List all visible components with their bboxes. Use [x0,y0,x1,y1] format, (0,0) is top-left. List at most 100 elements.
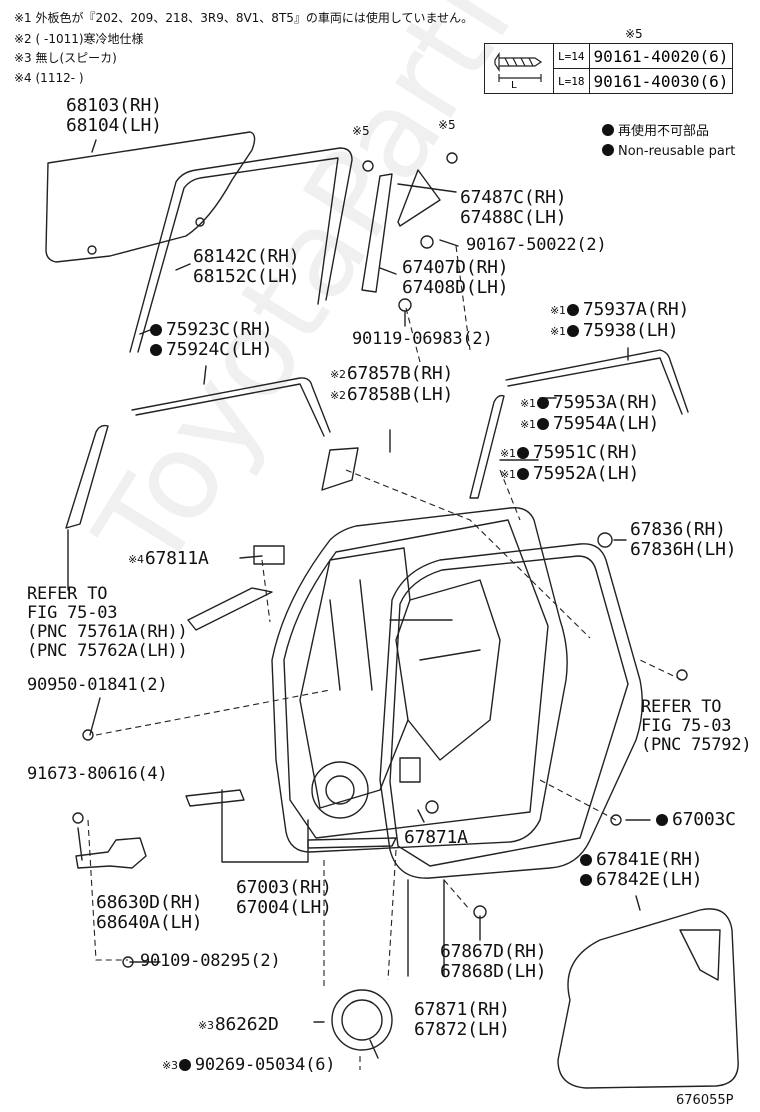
label-text: 67003C [672,809,736,830]
marker: ※3 [198,1019,214,1032]
label-bolt3: 90109-08295(2) [140,951,281,971]
label-text: 86262D [214,1014,279,1035]
label-line: 67841E(RH) [580,850,703,870]
trim-strip [65,424,109,529]
size-label: L [511,80,518,91]
door-check [75,837,147,869]
label-clip1: 90950-01841(2) [27,675,168,695]
label-line: 67408D(LH) [402,277,509,298]
non-reusable-dot-icon [566,304,579,316]
non-reusable-dot-icon [536,397,549,409]
label-line: 67488C(LH) [460,207,567,228]
label-sash: 67407D(RH)67408D(LH) [402,257,509,298]
label-division-bar: 67487C(RH)67488C(LH) [460,188,567,228]
size-cell: L=18 [553,68,590,94]
non-reusable-dot-icon [580,854,592,866]
non-reusable-dot-icon [150,344,162,356]
legend-en-text: Non-reusable part [618,144,736,159]
marker: ※2 [330,368,346,381]
label-plug1: 67836(RH)67836H(LH) [630,519,737,560]
inner-panel [299,547,411,809]
label-refer1: REFER TO FIG 75-03 (PNC 75761A(RH)) (PNC… [27,585,188,661]
division-bar [361,169,441,293]
label-text: 67858B(LH) [346,384,454,405]
label-screw1: 90167-50022(2) [466,235,607,255]
label-line: 68104(LH) [66,115,162,136]
legend-jp: 再使用不可部品 [602,124,709,139]
non-reusable-dot-icon [516,468,529,480]
label-refer2: REFER TO FIG 75-03 (PNC 75792) [641,698,752,755]
label-text: 75952A(LH) [532,463,640,484]
label-line: 68630D(RH) [96,892,203,913]
label-bolt2: 91673-80616(4) [27,764,168,784]
note-4: ※4 (1112- ) [14,71,84,85]
marker: ※1 [520,397,536,410]
figure-number: 676055P [676,1093,734,1108]
non-reusable-dot-icon [150,324,162,336]
fastener-row: L=18 90161-40030(6) [485,68,734,94]
legend-en: Non-reusable part [602,144,735,159]
label-line: ※267857B(RH) [330,364,453,385]
label-pad: ※467811A [128,549,209,570]
label-glass: 68103(RH)68104(LH) [66,96,162,136]
label-text: 75938(LH) [582,320,679,341]
label-text: 67857B(RH) [346,363,454,384]
door-glass [45,131,256,263]
label-hole-plug: 67003C [656,810,736,830]
label-line: (PNC 75761A(RH)) [27,622,188,642]
label-cover: 67841E(RH) 67842E(LH) [580,850,703,890]
label-line: FIG 75-03 [641,716,732,736]
film-piece [321,447,359,491]
label-line: 67003(RH) [236,877,332,898]
label-line: 67868D(LH) [440,961,547,982]
marker: ※1 [500,447,516,460]
label-film: ※267857B(RH) ※267858B(LH) [330,364,453,406]
label-weatherstrip2: 67871(RH)67872(LH) [414,1000,510,1040]
part-cell: 90161-40030(6) [588,68,734,94]
label-text: 75951C(RH) [532,442,640,463]
label-line: 68103(RH) [66,95,162,116]
label-bolt1: 90119-06983(2) [352,329,493,349]
label-line: (PNC 75762A(LH)) [27,641,188,661]
label-line: 75924C(LH) [150,339,273,360]
label-line: 67407D(RH) [402,257,509,278]
label-outer-belt: 75923C(RH) 75924C(LH) [150,319,273,360]
label-text: 75923C(RH) [166,319,273,340]
label-text: 75924C(LH) [166,339,273,360]
label-line: REFER TO [27,584,108,604]
marker: ※4 [128,553,144,566]
non-reusable-dot-icon [178,1059,191,1071]
label-line: ※1 75951C(RH) [500,443,639,464]
speaker [331,989,393,1051]
fastener-table: L L=14 90161-40020(6) L=18 90161-40030(6… [484,43,734,94]
fastener-row: L L=14 90161-40020(6) [484,43,734,94]
label-speaker: ※386262D [198,1015,279,1036]
label-line: (PNC 75792) [641,735,752,755]
note-2: ※2 ( -1011)寒冷地仕様 [14,32,144,46]
upper-moulding [505,349,689,415]
label-text: 75937A(RH) [582,299,690,320]
label-line: 67836(RH) [630,519,726,540]
label-check: 68630D(RH)68640A(LH) [96,892,203,933]
label-seal: 67867D(RH)67868D(LH) [440,941,547,982]
note-1: ※1 外板色が『202、209、218、3R9、8V1、8T5』の車両には使用し… [14,11,474,25]
non-reusable-dot-icon [580,874,592,886]
marker-5a: ※5 [352,124,370,138]
label-text: 90269-05034(6) [194,1055,336,1075]
marker-5b: ※5 [438,118,456,132]
label-text: 75954A(LH) [552,413,660,434]
non-reusable-dot-icon [602,144,614,156]
label-run-channel: 68142C(RH)68152C(LH) [193,247,300,287]
label-line: 67867D(RH) [440,941,547,962]
run-channel [129,147,353,353]
screw-icon [494,52,543,82]
label-line: FIG 75-03 [27,603,118,623]
label-line: 67871(RH) [414,999,510,1020]
